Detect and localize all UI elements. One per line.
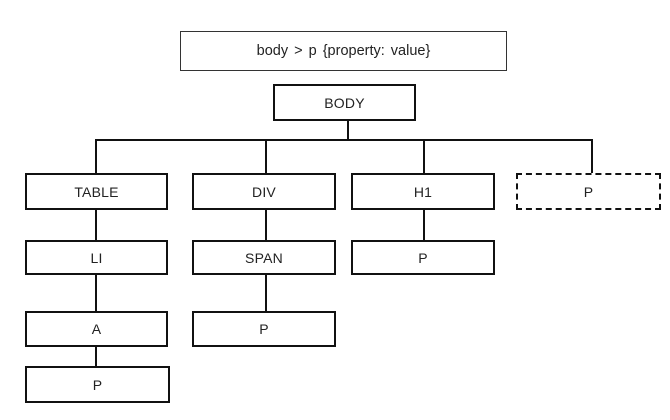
connector-h1-p	[423, 209, 425, 241]
connector-span-p	[265, 274, 267, 312]
connector-table-li	[95, 209, 97, 241]
connector-to-div	[265, 139, 267, 174]
connector-to-h1	[423, 139, 425, 174]
node-p-under-h1: P	[351, 240, 495, 275]
connector-body-down	[347, 120, 349, 140]
selector-rule: body > p {property: value}	[180, 31, 507, 71]
node-h1: H1	[351, 173, 495, 210]
node-p-under-span: P	[192, 311, 336, 347]
node-a: A	[25, 311, 168, 347]
connector-div-span	[265, 209, 267, 241]
node-p-under-a: P	[25, 366, 170, 403]
connector-horizontal-bus	[95, 139, 593, 141]
node-li: LI	[25, 240, 168, 275]
connector-to-table	[95, 139, 97, 174]
connector-li-a	[95, 274, 97, 312]
connector-a-p	[95, 346, 97, 367]
node-p-direct-child: P	[516, 173, 661, 210]
node-body: BODY	[273, 84, 416, 121]
node-span: SPAN	[192, 240, 336, 275]
node-table: TABLE	[25, 173, 168, 210]
connector-to-p-child	[591, 139, 593, 174]
node-div: DIV	[192, 173, 336, 210]
